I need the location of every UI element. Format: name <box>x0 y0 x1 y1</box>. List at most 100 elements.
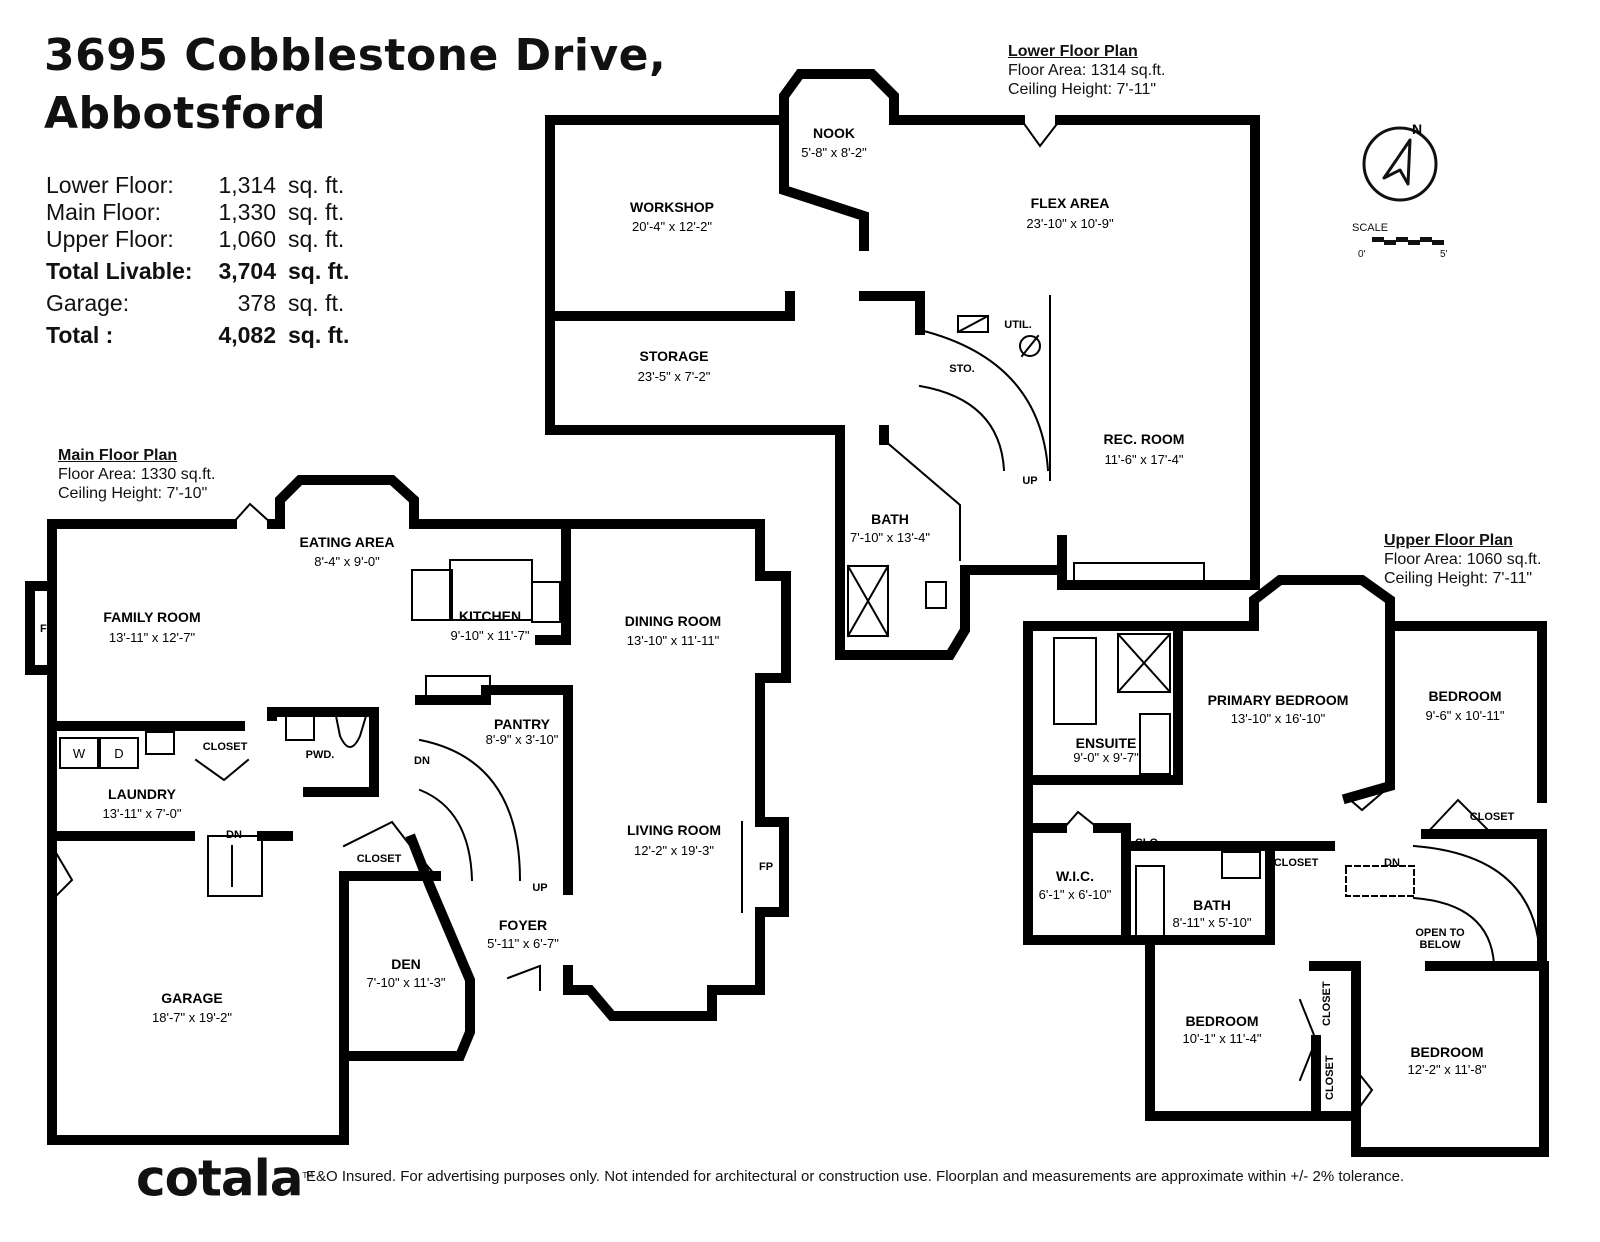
room-kitchen-name: KITCHEN <box>459 608 521 624</box>
summary-unit: sq. ft. <box>288 172 345 198</box>
summary-value: 1,330 <box>218 199 276 225</box>
summary-label: Main Floor: <box>46 199 162 225</box>
room-bath-lower-dim: 7'-10" x 13'-4" <box>850 530 930 545</box>
room-bed-ne-name: BEDROOM <box>1428 688 1501 704</box>
room-wic-dim: 6'-1" x 6'-10" <box>1039 887 1112 902</box>
upper-floor-details <box>1053 632 1542 1114</box>
summary-row-lower: Lower Floor: 1,314 sq. ft. <box>46 172 366 199</box>
open-to-below-line2: BELOW <box>1420 939 1462 951</box>
room-bed-ne-dim: 9'-6" x 10'-11" <box>1426 708 1505 723</box>
summary-label: Total Livable: <box>46 258 193 284</box>
room-flex-dim: 23'-10" x 10'-9" <box>1026 216 1114 231</box>
room-bath-upper-dim: 8'-11" x 5'-10" <box>1173 915 1252 930</box>
room-dining-dim: 13'-10" x 11'-11" <box>627 633 720 648</box>
scale-min: 0' <box>1358 249 1366 260</box>
room-den-dim: 7'-10" x 11'-3" <box>367 975 446 990</box>
summary-row-garage: Garage: 378 sq. ft. <box>46 290 366 322</box>
lower-plan-title: Lower Floor Plan <box>1008 43 1138 60</box>
property-title-line1: 3695 Cobblestone Drive, <box>44 30 667 81</box>
summary-row-upper: Upper Floor: 1,060 sq. ft. <box>46 226 366 258</box>
main-floor-details <box>50 502 743 991</box>
summary-unit: sq. ft. <box>288 290 345 316</box>
room-pantry-name: PANTRY <box>494 716 551 732</box>
room-sto-name: STO. <box>949 363 974 375</box>
washer-label: W <box>73 746 86 761</box>
room-nook-dim: 5'-8" x 8'-2" <box>801 145 867 160</box>
room-family-dim: 13'-11" x 12'-7" <box>109 630 196 645</box>
summary-value: 3,704 <box>218 258 276 284</box>
room-closet-main1-name: CLOSET <box>203 741 248 753</box>
summary-row-total: Total : 4,082 sq. ft. <box>46 322 366 349</box>
summary-value: 378 <box>237 290 276 316</box>
main-floor-walls <box>25 475 791 1145</box>
summary-row-total-livable: Total Livable: 3,704 sq. ft. <box>46 258 366 290</box>
room-workshop-dim: 20'-4" x 12'-2" <box>632 219 712 234</box>
upper-plan-title: Upper Floor Plan <box>1384 532 1513 549</box>
room-primary-dim: 13'-10" x 16'-10" <box>1231 711 1326 726</box>
room-garage-name: GARAGE <box>161 990 222 1006</box>
upper-plan-header: Upper Floor Plan Floor Area: 1060 sq.ft.… <box>1384 531 1541 588</box>
room-rec-name: REC. ROOM <box>1104 431 1185 447</box>
room-dining-name: DINING ROOM <box>625 613 721 629</box>
room-closet-main2-name: CLOSET <box>357 853 402 865</box>
main-plan-title: Main Floor Plan <box>58 447 178 464</box>
lower-plan-header: Lower Floor Plan Floor Area: 1314 sq.ft.… <box>1008 42 1165 99</box>
dryer-label: D <box>114 746 123 761</box>
logo-text: cotala <box>136 1149 304 1208</box>
room-eating-dim: 8'-4" x 9'-0" <box>314 554 380 569</box>
room-bed-se-dim: 12'-2" x 11'-8" <box>1408 1062 1487 1077</box>
summary-label: Upper Floor: <box>46 226 174 252</box>
room-flex-name: FLEX AREA <box>1031 195 1110 211</box>
garage-stair-dn-label: DN <box>226 829 242 841</box>
room-storage-dim: 23'-5" x 7'-2" <box>638 369 711 384</box>
scale-bar: SCALE 0' 5' <box>1352 222 1452 263</box>
summary-value: 4,082 <box>218 322 276 348</box>
room-pwd-name: PWD. <box>306 749 335 761</box>
stair-up-label: UP <box>1022 475 1037 487</box>
stair-dn-label: DN <box>414 755 430 767</box>
summary-label: Total : <box>46 322 114 348</box>
lower-plan-ceiling: Ceiling Height: 7'-11" <box>1008 81 1157 98</box>
summary-value: 1,060 <box>218 226 276 252</box>
summary-value: 1,314 <box>218 172 276 198</box>
main-plan-area: Floor Area: 1330 sq.ft. <box>58 466 216 483</box>
room-util-name: UTIL. <box>1004 319 1032 331</box>
property-title-line2: Abbotsford <box>44 88 327 139</box>
room-laundry-name: LAUNDRY <box>108 786 177 802</box>
room-storage-name: STORAGE <box>640 348 709 364</box>
room-ensuite-dim: 9'-0" x 9'-7" <box>1073 750 1139 765</box>
room-nook-name: NOOK <box>813 125 855 141</box>
lower-plan-area: Floor Area: 1314 sq.ft. <box>1008 62 1166 79</box>
lower-floor-details <box>846 116 1205 638</box>
summary-unit: sq. ft. <box>288 226 345 252</box>
scale-bar-icon <box>1372 237 1444 245</box>
summary-unit: sq. ft. <box>288 258 350 284</box>
room-bath-upper-name: BATH <box>1193 897 1231 913</box>
upper-stair-dn-label: DN <box>1384 857 1400 869</box>
room-bed-se-name: BEDROOM <box>1410 1044 1483 1060</box>
room-rec-dim: 11'-6" x 17'-4" <box>1105 452 1184 467</box>
main-plan-ceiling: Ceiling Height: 7'-10" <box>58 485 208 502</box>
open-to-below-line1: OPEN TO <box>1415 927 1465 939</box>
room-living-name: LIVING ROOM <box>627 822 721 838</box>
compass-north-label: N <box>1412 122 1422 137</box>
summary-unit: sq. ft. <box>288 199 345 225</box>
room-den-name: DEN <box>391 956 421 972</box>
room-laundry-dim: 13'-11" x 7'-0" <box>103 806 182 821</box>
room-garage-dim: 18'-7" x 19'-2" <box>152 1010 232 1025</box>
summary-unit: sq. ft. <box>288 322 350 348</box>
main-plan-header: Main Floor Plan Floor Area: 1330 sq.ft. … <box>58 446 215 503</box>
upper-plan-area: Floor Area: 1060 sq.ft. <box>1384 551 1542 568</box>
family-fireplace-label: FP <box>40 623 54 635</box>
room-workshop-name: WORKSHOP <box>630 199 714 215</box>
room-closet-up2-name: CLOSET <box>1274 857 1319 869</box>
room-clo-name: CLO. <box>1135 837 1161 849</box>
scale-label: SCALE <box>1352 222 1389 234</box>
room-bed-sw-name: BEDROOM <box>1185 1013 1258 1029</box>
summary-label: Lower Floor: <box>46 172 174 198</box>
lower-floor-walls <box>545 69 1260 660</box>
room-primary-name: PRIMARY BEDROOM <box>1208 692 1349 708</box>
logo-trademark: TM <box>302 1171 314 1180</box>
living-fireplace-label: FP <box>759 861 773 873</box>
